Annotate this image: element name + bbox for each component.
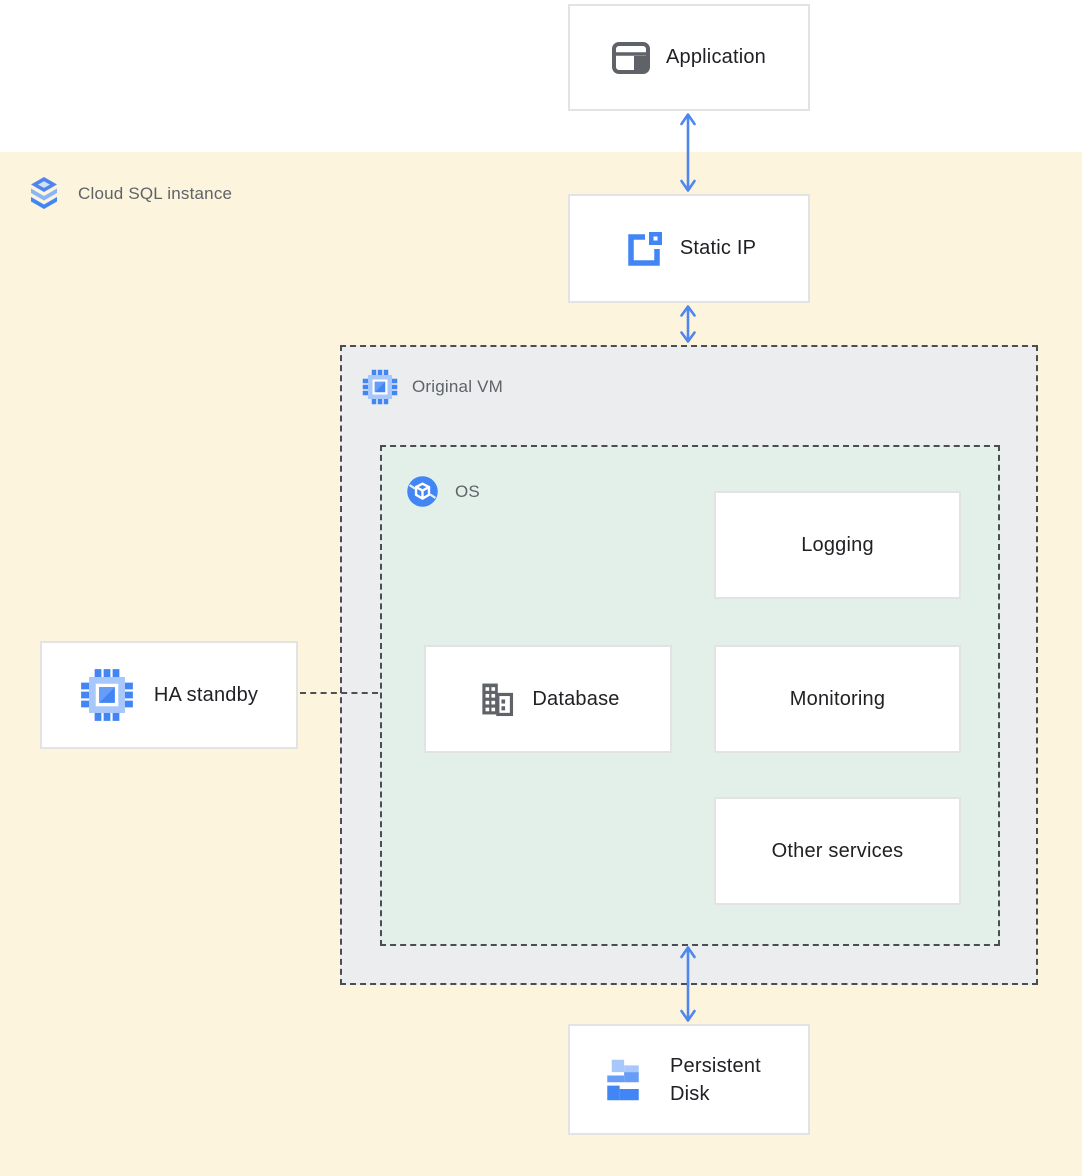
original-vm-label-row: Original VM: [362, 369, 503, 405]
compute-engine-chip-icon: [362, 369, 398, 405]
ha-standby-label: HA standby: [153, 683, 259, 706]
node-logging: Logging: [714, 491, 961, 599]
persistent-disk-icon: [596, 1053, 650, 1107]
node-static-ip: Static IP: [568, 194, 810, 303]
os-cube-circle-icon: [404, 473, 441, 510]
os-label: OS: [455, 481, 480, 501]
application-label: Application: [665, 46, 767, 68]
connector-ha-standby-os: [300, 692, 378, 694]
arrow-staticip-vm: [680, 305, 696, 343]
original-vm-label: Original VM: [412, 377, 504, 396]
node-persistent-disk: Persistent Disk: [568, 1024, 810, 1135]
app-window-icon: [611, 41, 650, 74]
database-label: Database: [532, 687, 620, 710]
node-database: Database: [424, 645, 672, 753]
group-original-vm: Original VM: [340, 345, 1038, 985]
persistent-disk-label: Persistent Disk: [670, 1054, 761, 1105]
external-ip-icon: [622, 230, 664, 268]
arrow-os-persistent-disk: [680, 946, 696, 1022]
monitoring-label: Monitoring: [789, 687, 886, 710]
os-label-row: OS: [404, 473, 480, 510]
static-ip-label: Static IP: [679, 237, 757, 259]
cloud-sql-stack-icon: [24, 174, 64, 214]
node-ha-standby: HA standby: [40, 641, 298, 749]
other-services-label: Other services: [771, 839, 904, 862]
cloud-sql-region-label: Cloud SQL instance: [24, 174, 232, 214]
arrow-application-staticip: [680, 113, 696, 192]
cloud-sql-region-title: Cloud SQL instance: [78, 184, 233, 203]
logging-label: Logging: [801, 533, 874, 556]
group-os: OS Logging: [380, 445, 1000, 946]
node-other-services: Other services: [714, 797, 961, 905]
node-monitoring: Monitoring: [714, 645, 961, 753]
node-application: Application: [568, 4, 810, 111]
compute-engine-chip-icon: [80, 668, 134, 722]
database-building-icon: [476, 679, 516, 719]
